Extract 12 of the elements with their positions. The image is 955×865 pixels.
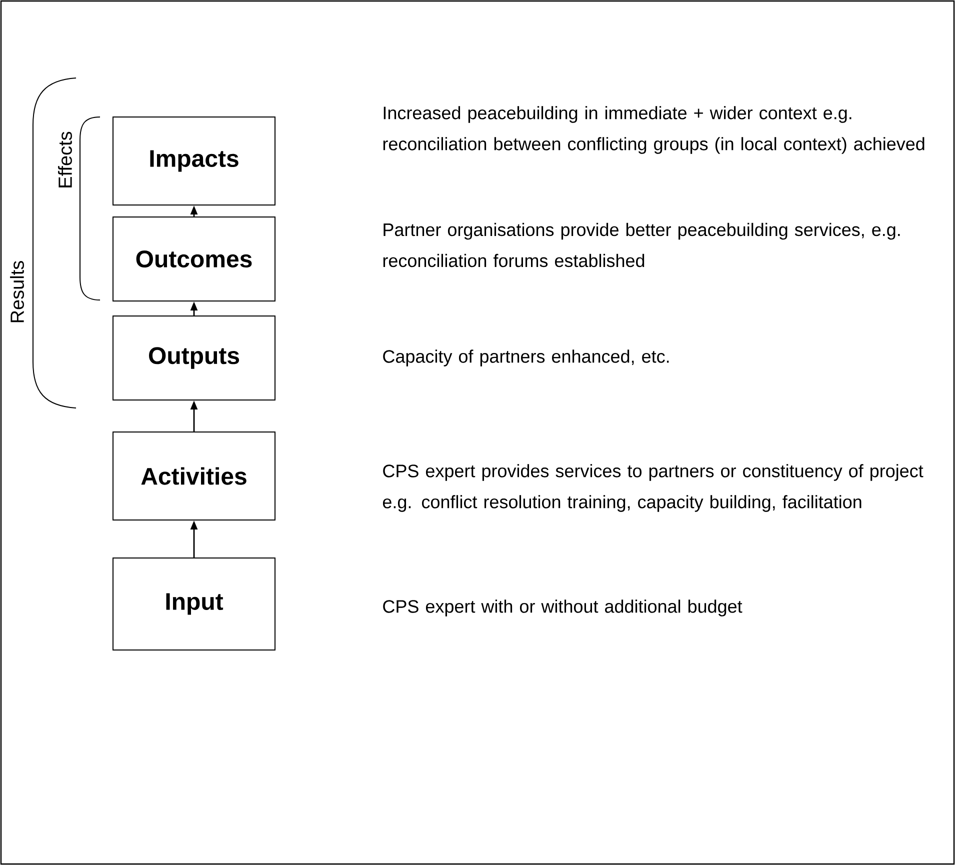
process-box: Impacts — [112, 116, 276, 206]
description: Capacity of partners enhanced, etc. — [383, 350, 669, 366]
bracket-label: Results — [10, 261, 24, 322]
description: Increased peacebuilding in immediate + wider context e.g. reconciliation between conflicting groups (in local context) achieved — [383, 106, 924, 154]
process-box: Outputs — [112, 316, 276, 400]
description: CPS expert provides services to partners or constituency of project e.g. conflict resolution training, capacity building, facilitation — [382, 464, 924, 512]
description: Partner organisations provide better peacebuilding services, e.g. reconciliation forums established — [383, 222, 900, 268]
bracket-label: Effects — [58, 132, 72, 188]
process-box: Activities — [112, 432, 276, 520]
description: CPS expert with or without additional budget — [383, 600, 742, 616]
process-box: Outcomes — [112, 216, 276, 302]
process-box: Input — [112, 558, 276, 650]
